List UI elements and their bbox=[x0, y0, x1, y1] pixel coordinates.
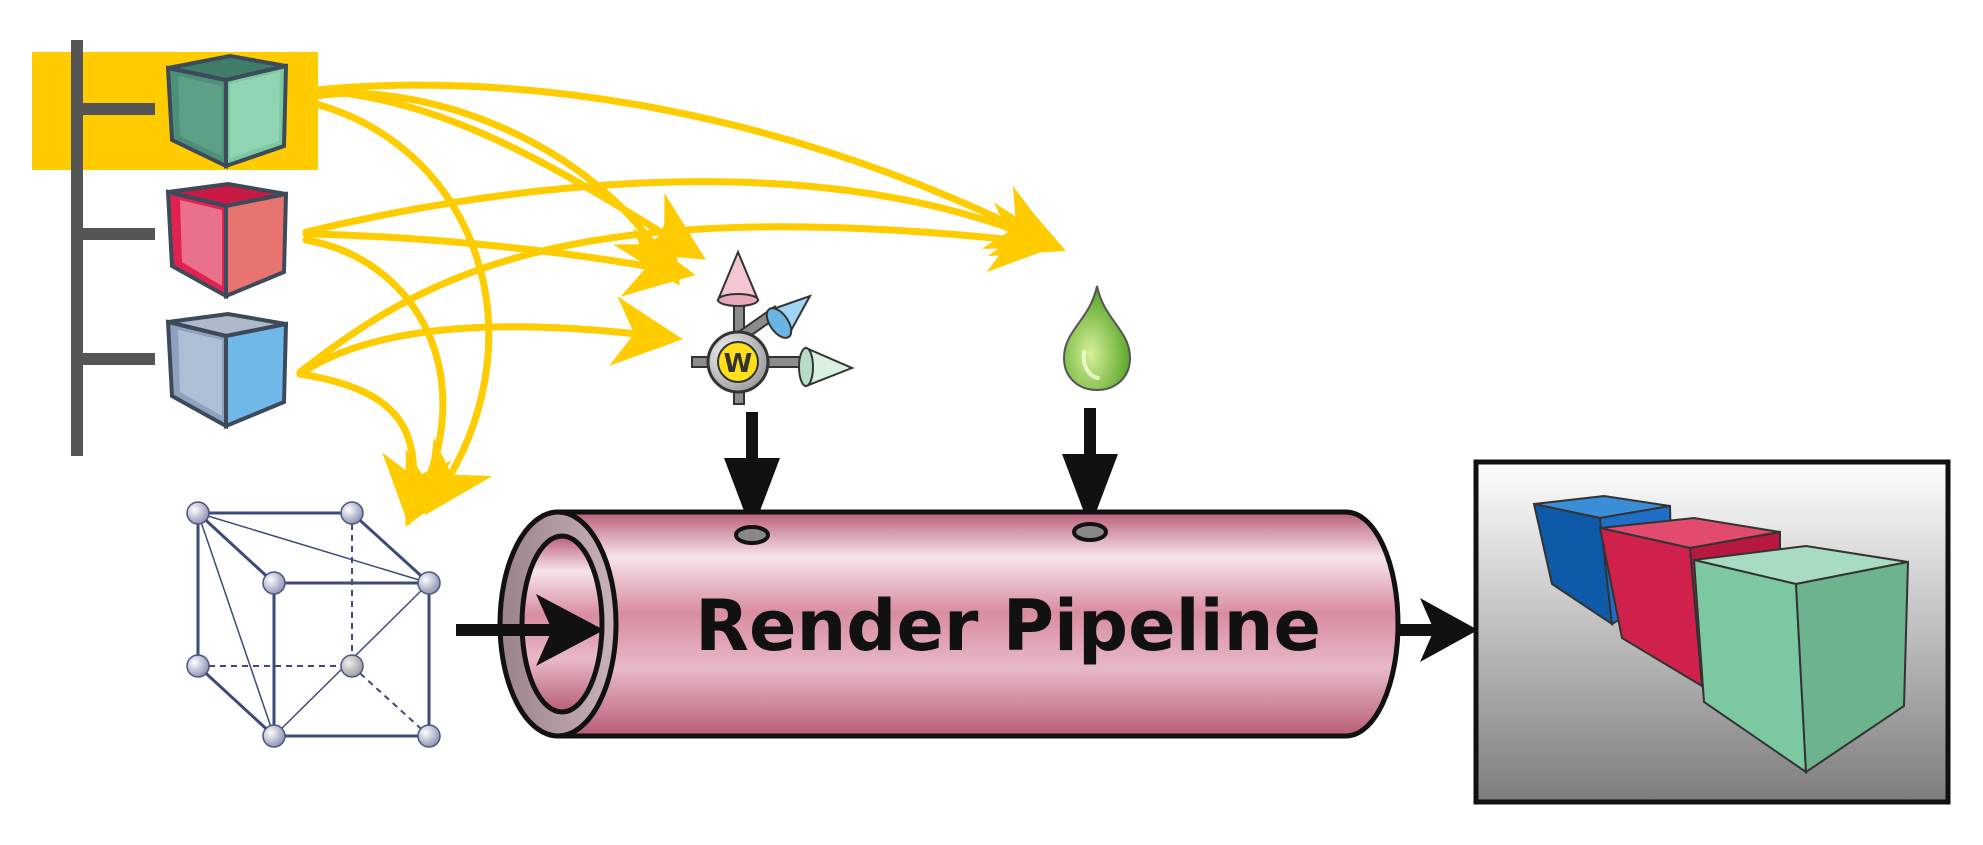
blue-cube-node-icon[interactable] bbox=[165, 311, 289, 430]
node-connectors bbox=[296, 81, 1066, 527]
output-preview bbox=[1473, 459, 1951, 805]
pipeline-input-port bbox=[1072, 522, 1108, 542]
tree-trunk bbox=[71, 40, 83, 456]
tree-branch bbox=[71, 228, 155, 240]
tree-branch bbox=[71, 103, 155, 115]
scene-graph-tree bbox=[32, 40, 318, 456]
render-pipeline[interactable]: Render Pipeline bbox=[497, 509, 1401, 739]
green-cube-node-icon[interactable] bbox=[165, 53, 289, 170]
rendered-cubes-icon bbox=[1532, 494, 1910, 774]
red-cube-node-icon[interactable] bbox=[165, 181, 289, 300]
tree-branch bbox=[71, 353, 155, 365]
pipeline-output-arrow bbox=[1400, 598, 1478, 662]
pipeline-input-port bbox=[734, 525, 770, 545]
wireframe-cube-icon[interactable] bbox=[186, 501, 441, 748]
transform-gizmo-icon[interactable]: W bbox=[691, 249, 855, 405]
input-arrows bbox=[724, 408, 1118, 532]
green-droplet-icon[interactable] bbox=[1062, 285, 1132, 392]
pipeline-label: Render Pipeline bbox=[695, 585, 1321, 667]
geometry-to-pipeline-arrow bbox=[456, 594, 604, 666]
transform-gizmo-label: W bbox=[724, 349, 753, 379]
